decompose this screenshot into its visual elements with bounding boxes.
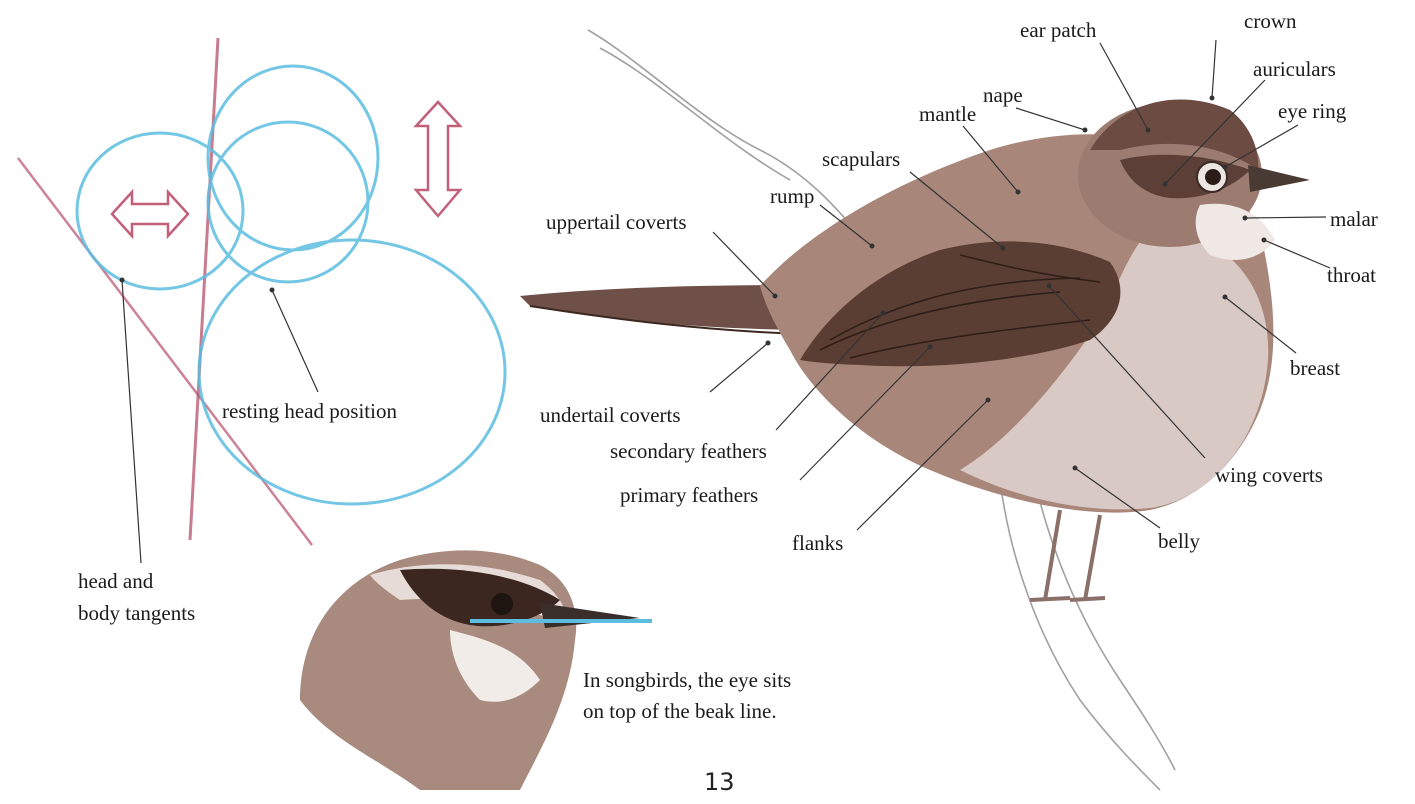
label-secondary-feathers: secondary feathers [610, 438, 767, 464]
page-number: 13 [704, 768, 735, 796]
head-circle-upper [208, 66, 378, 250]
label-breast: breast [1290, 355, 1340, 381]
label-malar: malar [1330, 206, 1378, 232]
vertical-double-arrow [416, 102, 460, 216]
label-ear-patch: ear patch [1020, 17, 1096, 43]
sparrow-illustration [520, 99, 1310, 600]
label-uppertail-coverts: uppertail coverts [546, 209, 687, 235]
construction-sketch [18, 38, 505, 563]
diagonal-tangent-line [18, 158, 312, 545]
label-crown: crown [1244, 8, 1296, 34]
label-nape: nape [983, 82, 1023, 108]
label-tangents-line1: head and [78, 568, 153, 594]
label-undertail-coverts: undertail coverts [540, 402, 681, 428]
label-throat: throat [1327, 262, 1376, 288]
label-rump: rump [770, 183, 814, 209]
label-auriculars: auriculars [1253, 56, 1336, 82]
label-mantle: mantle [919, 101, 976, 127]
note-line1: In songbirds, the eye sits [583, 665, 791, 695]
label-resting-head-position: resting head position [222, 398, 397, 424]
label-belly: belly [1158, 528, 1200, 554]
label-flanks: flanks [792, 530, 843, 556]
body-tangent-line [190, 38, 218, 540]
note-line2: on top of the beak line. [583, 696, 777, 726]
label-eye-ring: eye ring [1278, 98, 1346, 124]
head-circle-resting [208, 122, 368, 282]
head-circle-small [77, 133, 243, 289]
label-tangents-line2: body tangents [78, 600, 195, 626]
label-wing-coverts: wing coverts [1215, 462, 1323, 488]
label-scapulars: scapulars [822, 146, 900, 172]
label-primary-feathers: primary feathers [620, 482, 758, 508]
body-circle [199, 240, 505, 504]
horizontal-double-arrow [112, 192, 188, 236]
